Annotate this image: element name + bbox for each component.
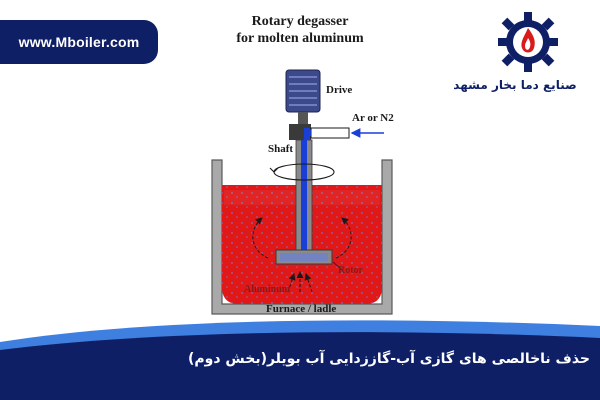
website-url-badge[interactable]: www.Mboiler.com bbox=[0, 20, 158, 64]
aluminum-label: Aluminum bbox=[244, 284, 291, 295]
shaft-label: Shaft bbox=[268, 143, 294, 155]
furnace-label: Furnace / ladle bbox=[266, 303, 337, 315]
gas-inlet-label: Ar or N2 bbox=[352, 112, 394, 124]
article-title: حذف ناخالصی های گازی آب-گاززدایی آب بویل… bbox=[188, 351, 590, 367]
diagram-title-line2: for molten aluminum bbox=[236, 31, 364, 46]
rotor-label: Rotor bbox=[338, 265, 363, 276]
gear-flame-logo-icon bbox=[498, 12, 558, 72]
company-name: صنایع دما بخار مشهد bbox=[453, 78, 577, 92]
drive-label: Drive bbox=[326, 84, 353, 96]
diagram-title-line1: Rotary degasser bbox=[251, 14, 349, 29]
